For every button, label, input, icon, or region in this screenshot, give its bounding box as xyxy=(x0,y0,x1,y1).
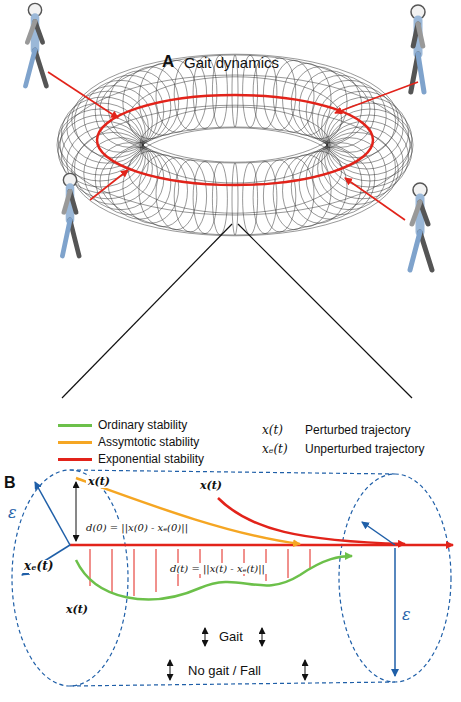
torus-meridian xyxy=(67,91,149,163)
torus-latitude xyxy=(72,105,399,236)
distance-formula: d(t) = ||x(t) - xₑ(t)|| xyxy=(168,563,267,574)
legend-text: Exponential stability xyxy=(98,452,204,466)
symbol: x(t) xyxy=(86,476,112,488)
legend-swatch xyxy=(58,424,92,427)
torus-meridian xyxy=(156,158,197,230)
torus-meridian xyxy=(325,97,409,169)
torus-meridian xyxy=(58,103,143,175)
torus-meridian xyxy=(322,127,404,199)
arm xyxy=(64,191,70,212)
walking-figure xyxy=(411,5,425,92)
torus-meridian xyxy=(325,121,409,193)
leg xyxy=(26,50,36,86)
walking-figure xyxy=(26,3,47,86)
legend-entry: Assymtotic stability xyxy=(58,435,199,449)
legend-entry: Exponential stability xyxy=(58,452,204,466)
torus-latitude xyxy=(128,77,341,162)
symbol: xₑ(t) xyxy=(22,560,55,573)
leg xyxy=(70,220,79,256)
torus-meridian xyxy=(306,143,375,215)
walking-figure xyxy=(410,183,432,270)
torus-meridian xyxy=(67,127,149,199)
torus-meridian xyxy=(123,67,179,139)
torus-meridian xyxy=(273,158,314,230)
legend-text: Assymtotic stability xyxy=(98,435,199,449)
panel-title: Gait dynamics xyxy=(184,55,279,72)
symbol: xₑ(t) xyxy=(262,443,288,456)
torus-meridian xyxy=(283,155,332,227)
torus-meridian xyxy=(123,151,179,223)
legend-text: Ordinary stability xyxy=(98,418,187,432)
arm xyxy=(412,202,420,224)
torus-meridian xyxy=(291,151,347,223)
panel-letter: A xyxy=(162,53,174,72)
legend-entry: Ordinary stability xyxy=(58,418,187,432)
distance-tick xyxy=(112,549,113,594)
torus-meridian xyxy=(327,103,412,175)
torus-meridian xyxy=(108,147,171,219)
torso xyxy=(414,20,423,54)
epsilon-label: ε xyxy=(8,504,17,522)
leg xyxy=(410,232,420,270)
torus-meridian xyxy=(61,121,145,193)
leg xyxy=(35,50,46,86)
distance-tick xyxy=(288,549,289,578)
torus-latitude xyxy=(60,75,410,215)
walking-figure xyxy=(62,173,79,256)
leg xyxy=(62,220,70,256)
torus-meridian xyxy=(84,80,158,152)
distance-formula: d(0) = ||x(0) - xₑ(0)|| xyxy=(84,522,190,533)
torus-meridian xyxy=(139,155,188,227)
torus-latitude xyxy=(72,54,399,185)
legend-text: Unperturbed trajectory xyxy=(305,443,424,456)
torus-meridian xyxy=(212,163,227,235)
symbol: x(t) xyxy=(262,424,283,437)
torus-latitude xyxy=(128,128,341,213)
distance-tick xyxy=(310,549,311,568)
torus-meridian xyxy=(253,162,277,234)
legend-swatch xyxy=(58,441,92,444)
torus-latitude xyxy=(140,107,330,183)
torus-meridian xyxy=(263,160,295,232)
epsilon-label: ε xyxy=(402,606,411,624)
torus-meridian xyxy=(232,163,238,235)
panel-letter: B xyxy=(4,474,16,492)
region-label: Gait xyxy=(219,630,243,644)
arm xyxy=(418,24,423,46)
legend-swatch xyxy=(58,458,92,461)
torus-meridian xyxy=(174,160,206,232)
torus-wireframe xyxy=(57,54,413,236)
leg xyxy=(420,232,432,270)
legend-text: Perturbed trajectory xyxy=(305,424,410,437)
symbol: x(t) xyxy=(64,604,90,616)
distance-tick xyxy=(134,549,135,596)
arm xyxy=(27,21,35,42)
distance-tick xyxy=(156,549,157,592)
torus-meridian xyxy=(291,67,347,139)
symbol: x(t) xyxy=(198,480,224,492)
region-label: No gait / Fall xyxy=(188,664,261,678)
leg xyxy=(418,54,424,92)
torus-meridian xyxy=(243,163,258,235)
